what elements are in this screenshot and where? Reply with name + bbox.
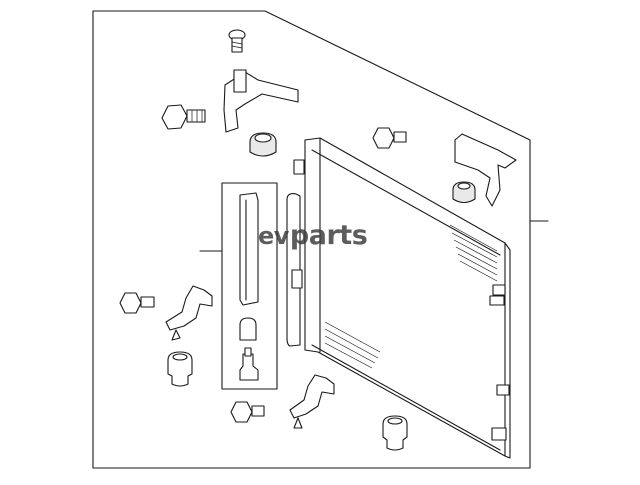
bolt-3 — [119, 292, 155, 314]
cushion-1 — [249, 132, 277, 157]
condenser-assembly — [286, 137, 511, 459]
receiver-drier-kit — [221, 182, 278, 390]
watermark-logo: evparts — [258, 220, 368, 251]
upper-left-bracket — [223, 69, 299, 133]
bolt-1 — [161, 104, 206, 130]
upper-right-bracket — [454, 133, 517, 207]
cushion-4 — [382, 415, 408, 451]
lower-right-bracket — [289, 374, 335, 429]
bolt-4 — [230, 401, 265, 423]
cushion-2 — [452, 181, 476, 204]
diagram-frame — [92, 10, 531, 469]
cushion-3 — [167, 351, 193, 387]
bolt-2 — [372, 127, 407, 149]
lower-left-bracket — [165, 285, 213, 341]
top-screw — [228, 29, 246, 53]
